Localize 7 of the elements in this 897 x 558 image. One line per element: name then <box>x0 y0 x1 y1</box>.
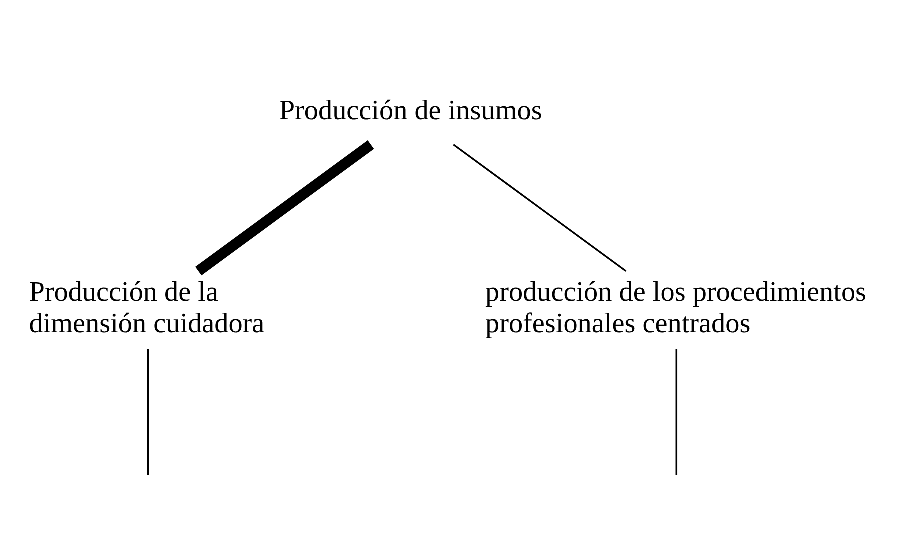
connector <box>676 349 678 476</box>
node-text: producción de los procedimientos profesionales centrados <box>485 276 867 340</box>
connector <box>453 144 627 272</box>
node-text: Producción de insumos <box>279 95 542 126</box>
node-text: Producción de la dimensión cuidadora <box>29 276 265 340</box>
connector <box>195 140 374 276</box>
connector <box>147 349 149 476</box>
